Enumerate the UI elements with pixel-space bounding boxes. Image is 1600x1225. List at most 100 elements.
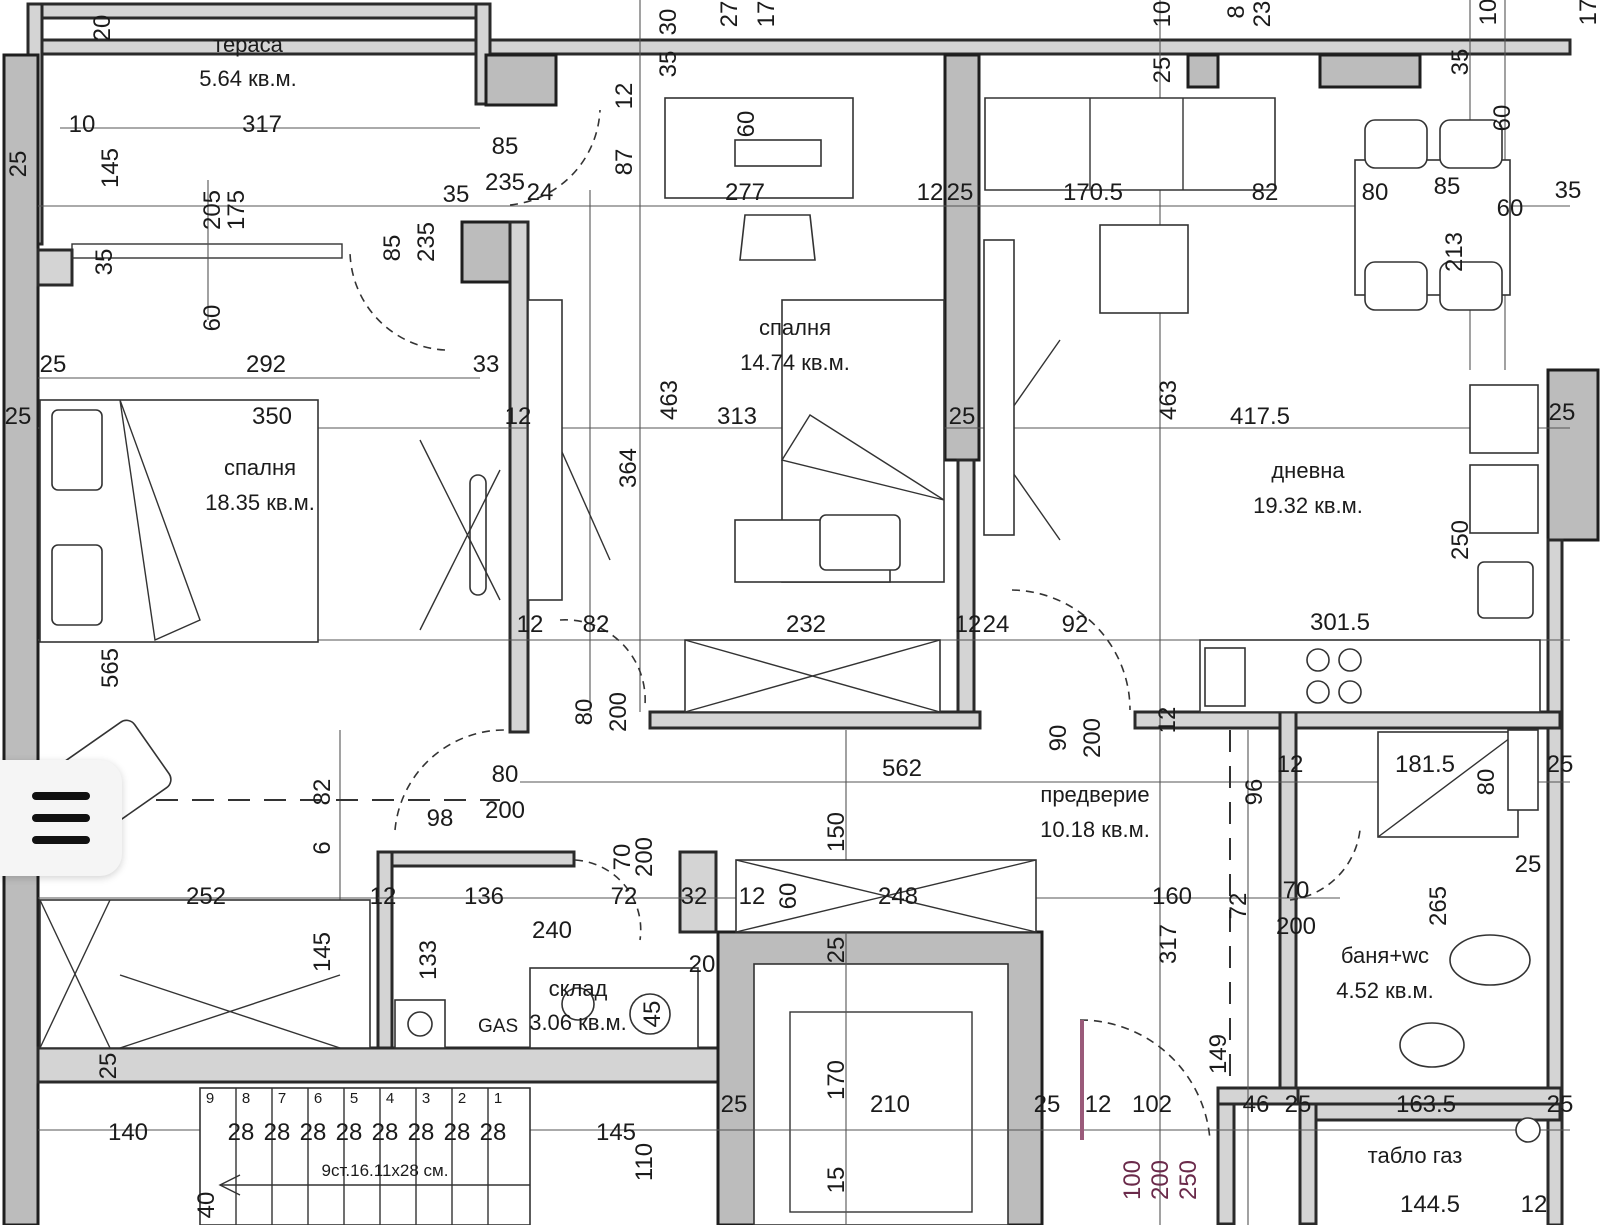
room-name-storage: склад <box>549 976 608 1001</box>
dimension-label: 12 <box>1154 707 1181 734</box>
hamburger-menu-button[interactable] <box>0 760 122 876</box>
sofa <box>984 97 1276 191</box>
dimension-label: 200 <box>1079 718 1106 758</box>
stair-tread: 28 <box>264 1119 291 1146</box>
wall-living-bottom <box>1133 710 1562 730</box>
stair-tread: 28 <box>408 1119 435 1146</box>
wall-bedroom2-right-lower <box>956 458 976 720</box>
dimension-labels: 20 30 27 17 10 8 23 10 17 35 25 35 12 60… <box>5 0 1600 1218</box>
dimension-label: 25 <box>823 937 850 964</box>
dimension-label: 150 <box>823 812 850 852</box>
chair-d3 <box>1364 261 1428 311</box>
gas-label: GAS <box>478 1016 518 1037</box>
stair-number-5: 5 <box>350 1090 358 1107</box>
dimension-label: 163.5 <box>1396 1091 1456 1118</box>
wall-storage-left <box>376 850 394 1050</box>
dimension-label: 46 <box>1243 1091 1270 1118</box>
door-arc-entrance <box>1079 1019 1211 1141</box>
bed-sheet-1 <box>119 399 201 642</box>
dimension-label: 60 <box>775 883 802 910</box>
dimension-label: 80 <box>1473 769 1500 796</box>
dimension-label: 82 <box>1252 179 1279 206</box>
stair-number-8: 8 <box>242 1090 250 1107</box>
wall-gas-left <box>1216 1102 1236 1225</box>
dimension-label: 350 <box>252 403 292 430</box>
dimension-label: 10 <box>69 111 96 138</box>
dimension-label: 85 <box>1434 173 1461 200</box>
dimension-label: 136 <box>464 883 504 910</box>
dimension-label: 149 <box>1205 1034 1232 1074</box>
dimension-label: 72 <box>611 883 638 910</box>
chair-d1 <box>1364 119 1428 169</box>
dishwasher <box>1204 647 1246 707</box>
dimension-label: 20 <box>689 951 716 978</box>
dimension-label: 235 <box>413 222 440 262</box>
washbasin <box>1399 1022 1465 1068</box>
dimension-label: 565 <box>97 648 124 688</box>
chair-d4 <box>1439 261 1503 311</box>
room-name-bedroom2: спалня <box>759 315 831 340</box>
dimension-label: 60 <box>733 111 760 138</box>
dimension-label: 20 <box>89 15 116 42</box>
room-area-bedroom2: 14.74 кв.м. <box>740 350 850 375</box>
dimension-label: 80 <box>492 761 519 788</box>
dimension-label: 35 <box>1447 49 1474 76</box>
dimension-label: 200 <box>605 692 632 732</box>
door-arc-closet <box>559 619 646 706</box>
door-swing-1b <box>419 469 501 631</box>
stair-tread: 28 <box>300 1119 327 1146</box>
dimension-label: 80 <box>1362 179 1389 206</box>
pillow-3 <box>819 514 901 571</box>
dimension-label: 417.5 <box>1230 403 1290 430</box>
wardrobe-x4 <box>39 899 111 1049</box>
dimension-label: 12 <box>955 611 982 638</box>
dimension-label: 90 <box>1045 725 1072 752</box>
door-arc-living <box>1011 589 1131 711</box>
dimension-label: 60 <box>1497 195 1524 222</box>
wardrobe-bedroom1 <box>39 899 371 1049</box>
hall-closet-x2 <box>735 859 1037 933</box>
fridge <box>1469 384 1539 454</box>
dimension-label: 85 <box>379 235 406 262</box>
door-swing-1 <box>419 439 501 601</box>
column-hall <box>678 850 718 934</box>
stair-tread: 28 <box>228 1119 255 1146</box>
dimension-label: 82 <box>583 611 610 638</box>
elevator-cabin <box>753 963 1009 1225</box>
dimension-label: 25 <box>1034 1091 1061 1118</box>
dimension-label: 205 <box>199 190 226 230</box>
dimension-label: 70 <box>1283 877 1310 904</box>
menu-bar <box>32 814 90 822</box>
stair-tread: 28 <box>336 1119 363 1146</box>
dimension-label: 27 <box>716 1 743 28</box>
oven <box>1469 464 1539 534</box>
dimension-label: 35 <box>91 249 118 276</box>
dimension-label: 110 <box>631 1143 658 1181</box>
dimension-label: 12 <box>517 611 544 638</box>
dimension-label: 301.5 <box>1310 609 1370 636</box>
wall-bedroom1-right <box>508 220 530 734</box>
burner-3 <box>1306 680 1330 704</box>
dimension-label: 25 <box>947 179 974 206</box>
kitchen-counter <box>1199 639 1541 713</box>
room-name-living: дневна <box>1271 458 1345 483</box>
dimension-label: 277 <box>725 179 765 206</box>
dimension-label: 235 <box>485 169 525 196</box>
dimension-label: 140 <box>108 1119 148 1146</box>
door-arc-terrace <box>349 249 446 351</box>
dimension-label: 317 <box>242 111 282 138</box>
dimension-label: 98 <box>427 805 454 832</box>
wall-gas-top <box>1216 1086 1300 1106</box>
dimension-label: 200 <box>1276 913 1316 940</box>
dimension-label: 33 <box>473 351 500 378</box>
dimension-label: 15 <box>823 1167 850 1194</box>
dimension-label: 250 <box>1447 520 1474 560</box>
dimension-label: 32 <box>681 883 708 910</box>
stairs-label: 9ст.16.11х28 см. <box>322 1161 449 1180</box>
room-area-hall: 10.18 кв.м. <box>1040 817 1150 842</box>
dimension-label: 12 <box>739 883 766 910</box>
dimension-label: 24 <box>983 611 1010 638</box>
stair-number-3: 3 <box>422 1090 430 1107</box>
